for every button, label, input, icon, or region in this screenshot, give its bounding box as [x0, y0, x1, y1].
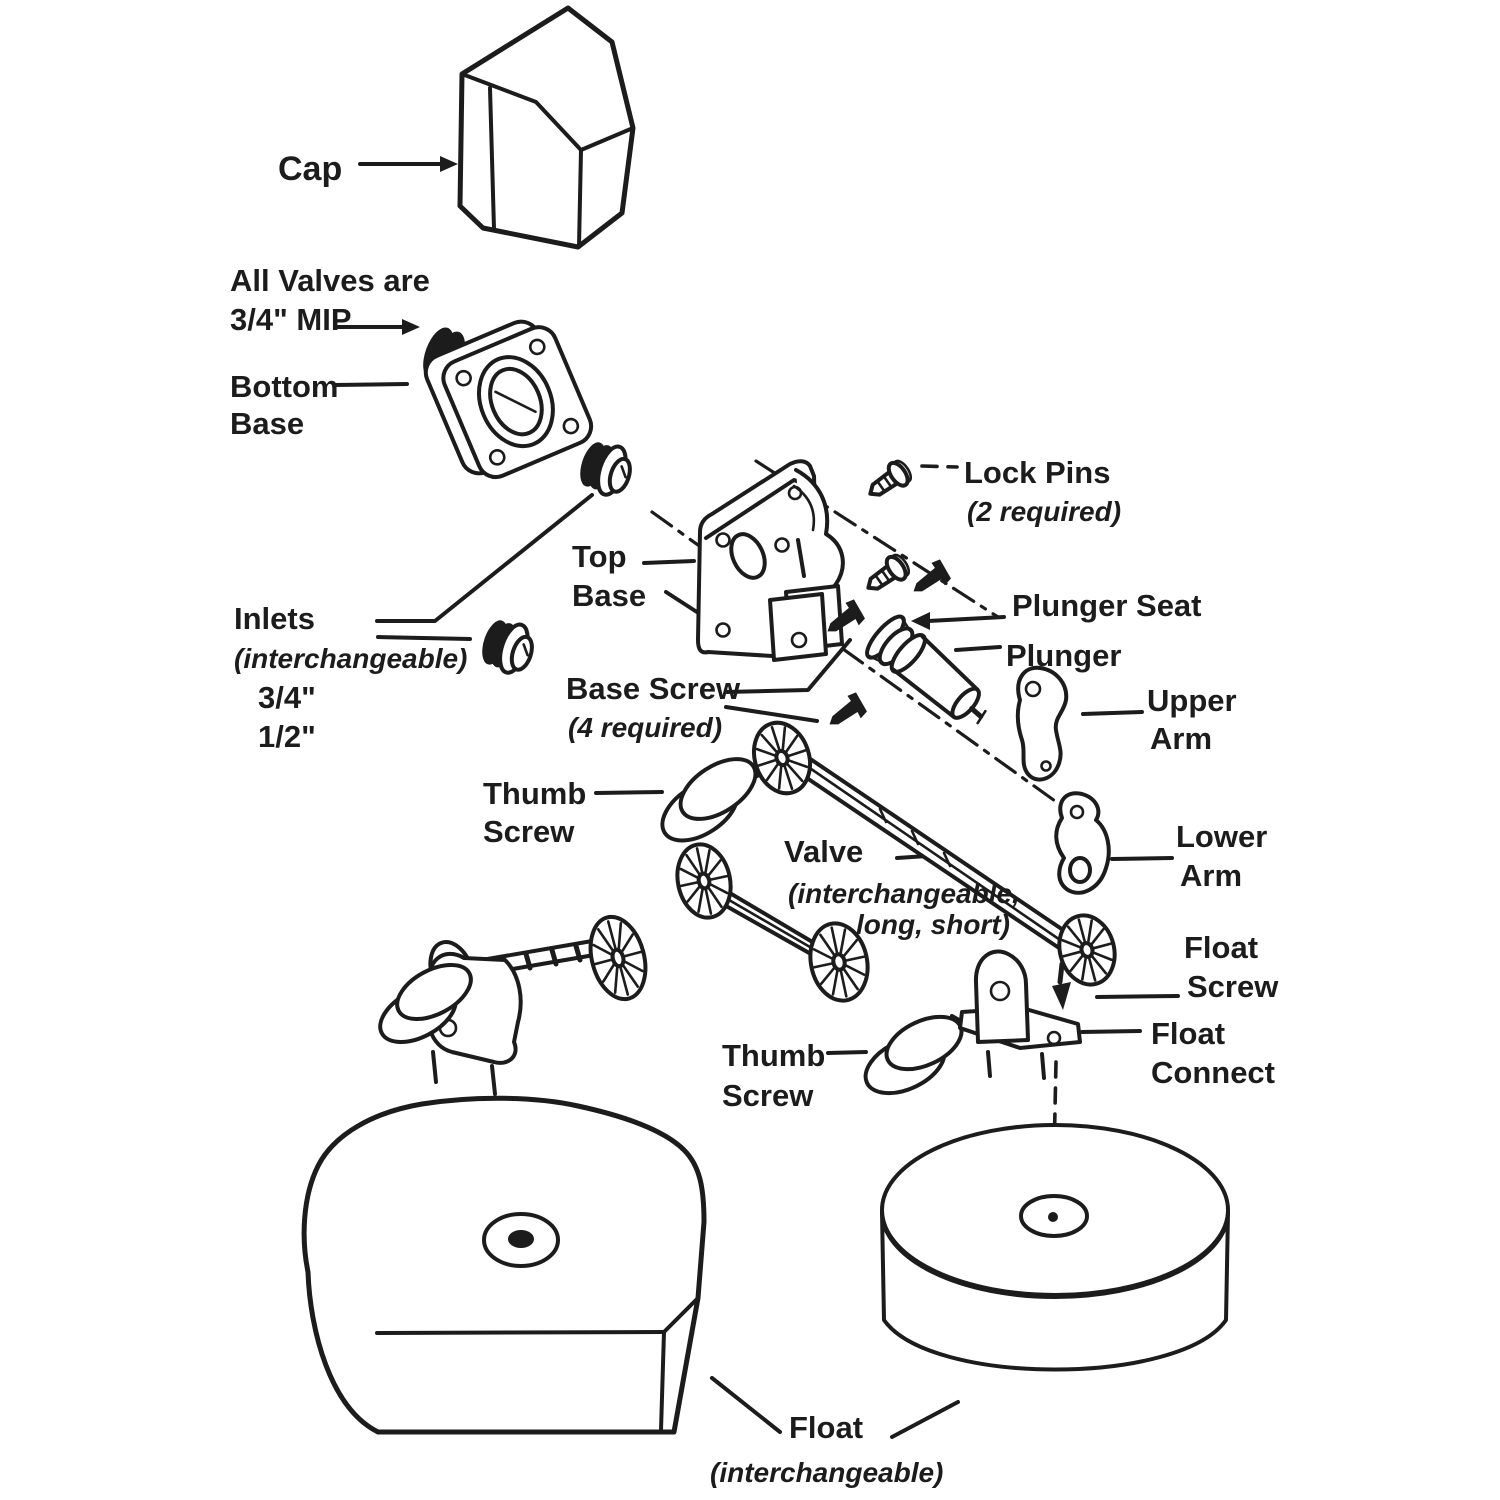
thumb-screw-part-2: [863, 1014, 968, 1096]
cap-part: [457, 5, 636, 250]
float-screw-part: [1052, 961, 1071, 1010]
valve-assembled-part: [378, 914, 648, 1096]
thumb-screw-2-label-line2: Screw: [722, 1078, 814, 1113]
top-base-label-line1: Top: [572, 539, 627, 574]
inlets-label-line4: 1/2": [258, 719, 316, 754]
cap-label: Cap: [278, 150, 342, 188]
valve-label-line2: (interchangeable,: [788, 878, 1020, 909]
upper-arm-part: [1015, 665, 1069, 782]
valve-long-part: [752, 720, 1117, 987]
float-left-part: [301, 1095, 707, 1435]
inlets-label-line2: (interchangeable): [234, 643, 467, 674]
lower-arm-label-line2: Arm: [1180, 858, 1242, 893]
upper-arm-label-line1: Upper: [1147, 683, 1237, 718]
lock-pins-label-line1: Lock Pins: [964, 455, 1110, 490]
float-connect-part: [958, 949, 1082, 1080]
lock-pin-dark: [913, 559, 951, 592]
thumb-screw-1-label-line1: Thumb: [483, 776, 586, 811]
base-screw-label-line1: Base Screw: [566, 671, 741, 706]
float-screw-label-line2: Screw: [1187, 969, 1279, 1004]
leader-lines: [333, 156, 1180, 1439]
bottom-base-label-line2: Base: [230, 406, 304, 441]
plunger-seat-part: [865, 614, 915, 667]
all-valves-label-line2: 3/4" MIP: [230, 302, 352, 337]
bottom-base-part: [423, 319, 594, 480]
lock-pin-1: [868, 459, 913, 497]
thumb-screw-1-label-line2: Screw: [483, 814, 575, 849]
base-screw-part-1: [827, 599, 865, 632]
float-connect-label-line2: Connect: [1151, 1055, 1275, 1090]
plunger-label: Plunger: [1006, 638, 1121, 673]
valve-wheel: [808, 921, 870, 1003]
inlet-part-top: [580, 442, 632, 497]
plunger-part: [889, 633, 987, 725]
base-screw-part-2: [829, 692, 867, 725]
float-label-line1: Float: [789, 1410, 863, 1445]
float-screw-label-line1: Float: [1184, 930, 1258, 965]
valve-short-part: [675, 842, 870, 1003]
upper-arm-label-line2: Arm: [1150, 721, 1212, 756]
plunger-seat-label: Plunger Seat: [1012, 588, 1202, 623]
inlets-label-line3: 3/4": [258, 680, 316, 715]
valve-label-line1: Valve: [784, 834, 863, 869]
lower-arm-label-line1: Lower: [1176, 819, 1267, 854]
all-valves-label-line1: All Valves are: [230, 263, 430, 298]
bottom-base-label-line1: Bottom: [230, 369, 338, 404]
lock-pins-label-line2: (2 required): [967, 496, 1121, 527]
inlets-label-line1: Inlets: [234, 601, 315, 636]
top-base-part: [696, 459, 845, 662]
top-base-label-line2: Base: [572, 578, 646, 613]
valve-wheel: [675, 842, 733, 920]
thumb-screw-2-label-line1: Thumb: [722, 1038, 825, 1073]
lock-pin-2: [866, 553, 911, 591]
float-label-line2: (interchangeable): [710, 1457, 943, 1488]
float-connect-label-line1: Float: [1151, 1016, 1225, 1051]
valve-wheel: [588, 914, 648, 1002]
base-screw-label-line2: (4 required): [568, 712, 722, 743]
labels: Cap All Valves are 3/4" MIP Bottom Base …: [230, 150, 1279, 1488]
valve-label-line3: long, short): [856, 909, 1010, 940]
inlet-part-bottom: [482, 620, 534, 675]
float-right-part: [880, 1123, 1230, 1372]
valve-wheel: [752, 720, 812, 796]
valve-wheel: [1057, 913, 1117, 987]
lower-arm-part: [1054, 791, 1111, 895]
